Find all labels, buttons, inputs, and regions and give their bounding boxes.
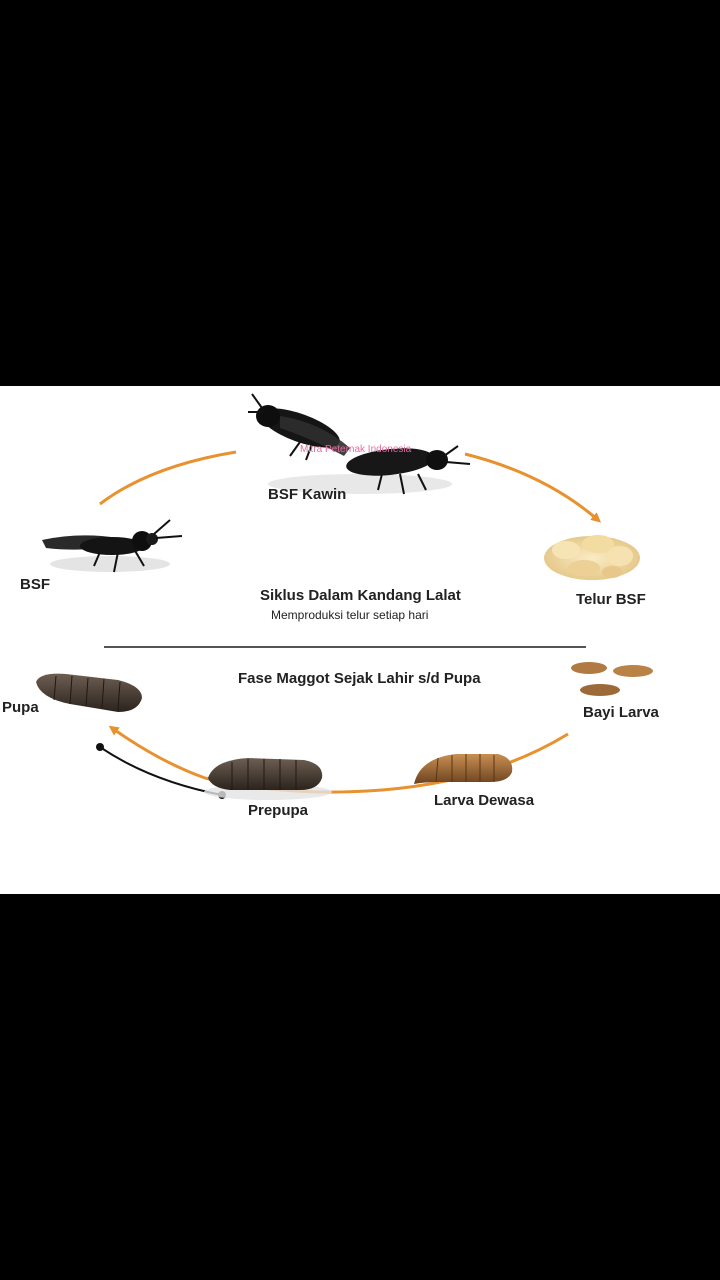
top-cycle-title: Siklus Dalam Kandang Lalat	[260, 587, 461, 604]
pupa-connector-line	[99, 746, 223, 796]
connector-dot-start	[96, 743, 104, 751]
stage-label-pupa: Pupa	[2, 699, 39, 716]
larva-dewasa-image	[414, 754, 513, 784]
bottom-cycle-title: Fase Maggot Sejak Lahir s/d Pupa	[238, 670, 481, 687]
stage-label-bayi-larva: Bayi Larva	[583, 704, 659, 721]
pupa-image	[36, 673, 142, 712]
bsf-kawin-image	[248, 393, 471, 495]
diagram-graphics	[36, 393, 653, 800]
stage-label-prepupa: Prepupa	[248, 802, 309, 819]
bsf-fly-image	[42, 519, 183, 573]
stage-label-bsf: BSF	[20, 576, 50, 593]
top-cycle-subtitle: Memproduksi telur setiap hari	[271, 608, 429, 622]
prepupa-image	[204, 758, 332, 800]
bayi-larva-image	[571, 662, 653, 696]
watermark: Mitra Peternak Indonesia	[300, 444, 412, 455]
stage-label-larva-dewasa: Larva Dewasa	[434, 792, 535, 809]
stage-label-bsf-kawin: BSF Kawin	[268, 486, 347, 503]
arrow-kawin-to-telur	[464, 452, 602, 523]
arrow-bsf-to-kawin	[99, 450, 237, 506]
telur-bsf-image	[544, 535, 640, 580]
life-cycle-diagram: Mitra Peternak Indonesia BSF Kawin BSF T…	[0, 386, 720, 894]
stage-label-telur-bsf: Telur BSF	[576, 591, 646, 608]
